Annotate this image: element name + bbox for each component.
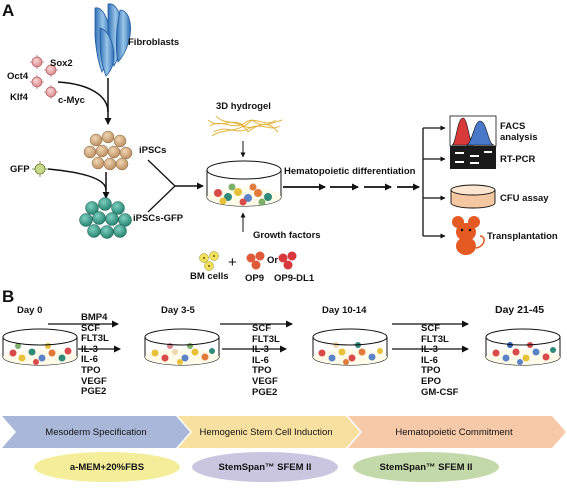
medium-ellipse-3 bbox=[353, 452, 499, 482]
factor-list-1: BMP4 SCF FLT3L IL-3 IL-6 TPO VEGF PGE2 bbox=[81, 312, 109, 398]
op9-illustration bbox=[246, 251, 265, 270]
cmyc-label: c-Myc bbox=[58, 95, 85, 106]
facs-analysis-label: analysis bbox=[500, 132, 538, 143]
medium-label-1: a-MEM+20%FBS bbox=[69, 462, 145, 473]
ipscs-gfp-label: iPSCs-GFP bbox=[133, 213, 184, 224]
culture-dish-day10-14 bbox=[312, 328, 388, 366]
ipsc-gfp-colony bbox=[79, 197, 132, 239]
op9-dl1-illustration bbox=[278, 251, 297, 270]
factor-item: IL-3 bbox=[421, 344, 438, 356]
hematopoietic-differentiation-label: Hematopoietic differentiation bbox=[284, 166, 416, 177]
bm-cells-label: BM cells bbox=[190, 271, 229, 282]
mouse-icon bbox=[452, 216, 485, 255]
gfp-label: GFP bbox=[10, 164, 30, 175]
oct4-label: Oct4 bbox=[7, 71, 29, 82]
factor-item: TPO bbox=[421, 365, 441, 377]
medium-label-2: StemSpan™ SFEM II bbox=[218, 462, 312, 473]
reprogramming-factors bbox=[30, 55, 58, 99]
transplantation-label: Transplantation bbox=[487, 231, 558, 242]
factor-item: VEGF bbox=[81, 375, 107, 387]
ipsc-colony bbox=[83, 130, 133, 171]
op9-label: OP9 bbox=[245, 273, 265, 284]
factor-item: SCF bbox=[252, 323, 271, 334]
stage-label-hemogenic: Hemogenic Stem Cell Induction bbox=[199, 427, 333, 438]
medium-ellipse-1 bbox=[34, 452, 180, 482]
panel-label-b: B bbox=[2, 287, 15, 306]
fibroblasts-label: Fibroblasts bbox=[128, 37, 180, 48]
factor-item: TPO bbox=[252, 365, 272, 377]
factor-item: IL-3 bbox=[252, 344, 269, 356]
culture-dish-main bbox=[206, 160, 282, 207]
fibroblasts-illustration bbox=[94, 3, 131, 77]
cfu-dish-icon bbox=[450, 184, 496, 209]
factor-list-3: SCF FLT3L IL-3 IL-6 TPO EPO GM-CSF bbox=[421, 323, 459, 398]
or-label: Or bbox=[267, 255, 279, 266]
factor-item: SCF bbox=[81, 322, 100, 334]
ipscs-label: iPSCs bbox=[139, 145, 167, 156]
factor-item: PGE2 bbox=[81, 386, 107, 398]
factor-item: IL-3 bbox=[81, 343, 98, 355]
rt-pcr-label: RT-PCR bbox=[500, 154, 536, 165]
klf4-label: Klf4 bbox=[10, 92, 28, 103]
sox2-label: Sox2 bbox=[50, 58, 73, 69]
medium-label-3: StemSpan™ SFEM II bbox=[379, 462, 473, 473]
factor-item: SCF bbox=[421, 323, 440, 334]
day-label-10-14: Day 10-14 bbox=[322, 305, 367, 316]
cfu-assay-label: CFU assay bbox=[500, 193, 549, 204]
plus-sign: + bbox=[228, 254, 237, 271]
culture-dish-day0 bbox=[2, 328, 78, 366]
factor-list-2: SCF FLT3L IL-3 IL-6 TPO VEGF PGE2 bbox=[252, 323, 280, 398]
factor-item: EPO bbox=[421, 375, 442, 387]
factor-item: BMP4 bbox=[81, 312, 108, 323]
factor-item: FLT3L bbox=[252, 333, 280, 345]
day-label-3-5: Day 3-5 bbox=[161, 305, 195, 316]
stage-chevron-3 bbox=[348, 416, 566, 448]
gfp-icon bbox=[32, 161, 48, 177]
assay-bracket bbox=[422, 125, 446, 239]
day-label-0: Day 0 bbox=[17, 305, 43, 316]
factor-item: PGE2 bbox=[252, 386, 278, 398]
facs-plot-icon bbox=[449, 115, 497, 147]
factor-item: IL-6 bbox=[421, 354, 438, 366]
panel-label-a: A bbox=[2, 1, 15, 20]
stage-label-mesoderm: Mesoderm Specification bbox=[45, 427, 147, 438]
culture-dish-day21-45 bbox=[485, 328, 561, 366]
hydrogel-label: 3D hydrogel bbox=[216, 101, 271, 112]
growth-factors-label: Growth factors bbox=[253, 230, 321, 241]
culture-dish-day3-5 bbox=[144, 328, 220, 366]
factor-item: VEGF bbox=[252, 375, 278, 387]
factor-item: FLT3L bbox=[81, 333, 109, 345]
factor-item: TPO bbox=[81, 364, 101, 376]
stage-label-commitment: Hematopoietic Commitment bbox=[395, 427, 513, 438]
medium-ellipse-2 bbox=[192, 452, 338, 482]
hydrogel-illustration bbox=[207, 115, 283, 137]
factor-item: GM-CSF bbox=[421, 386, 459, 398]
factor-item: FLT3L bbox=[421, 333, 449, 345]
stage-chevron-2 bbox=[178, 416, 360, 448]
day-label-21-45: Day 21-45 bbox=[495, 304, 545, 316]
bm-cells-illustration bbox=[199, 251, 219, 271]
factor-item: IL-6 bbox=[81, 354, 98, 366]
factor-item: IL-6 bbox=[252, 354, 269, 366]
op9-dl1-label: OP9-DL1 bbox=[274, 273, 315, 284]
stage-chevron-1 bbox=[2, 416, 190, 448]
facs-label: FACS bbox=[500, 121, 526, 132]
rt-pcr-gel-icon bbox=[450, 146, 496, 169]
